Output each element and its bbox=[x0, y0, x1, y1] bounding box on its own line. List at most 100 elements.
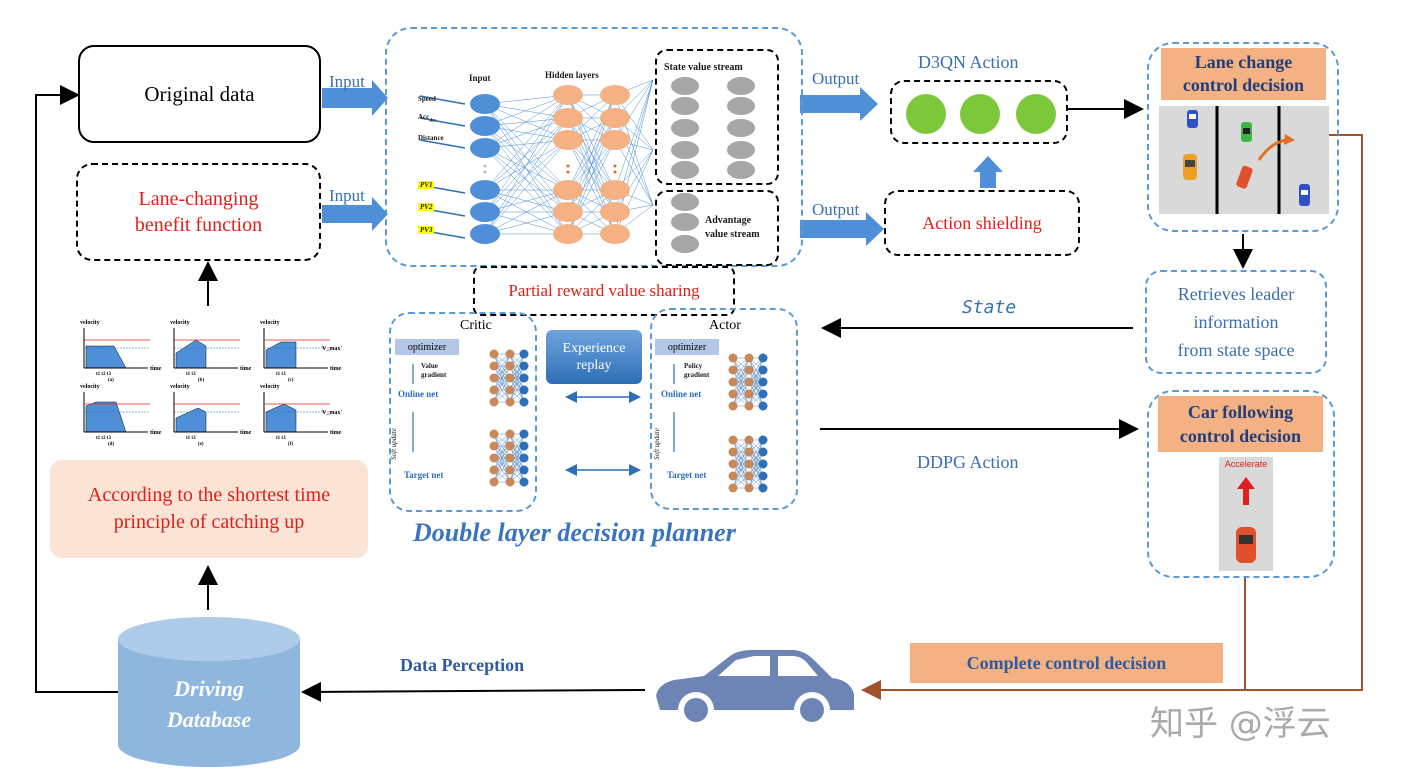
policy-gradient-label: Policy gradient bbox=[684, 362, 710, 379]
mini-connection bbox=[748, 439, 764, 477]
mini-neuron bbox=[505, 385, 515, 395]
mini-neuron bbox=[505, 429, 515, 439]
mini-connection bbox=[732, 439, 750, 477]
mini-connection bbox=[748, 357, 764, 383]
state-neuron bbox=[727, 161, 755, 179]
connection bbox=[484, 117, 569, 213]
mini-connection bbox=[732, 381, 750, 407]
mini-neuron bbox=[519, 429, 529, 439]
connection bbox=[484, 94, 569, 149]
benefit-function-label: Lane-changing benefit function bbox=[134, 188, 263, 236]
original-data-label: Original data bbox=[144, 81, 255, 106]
mini-neuron bbox=[728, 471, 738, 481]
mini-neuron bbox=[489, 465, 499, 475]
mini-neuron bbox=[489, 477, 499, 487]
hidden-neuron bbox=[600, 108, 630, 128]
mini-connection bbox=[509, 433, 525, 471]
state-neuron bbox=[727, 119, 755, 137]
mini-neuron bbox=[489, 385, 499, 395]
mini-neuron bbox=[519, 453, 529, 463]
mini-neuron bbox=[758, 377, 768, 387]
mini-neuron bbox=[744, 401, 754, 411]
critic-optimizer: optimizer bbox=[395, 339, 459, 355]
d3qn-action-label: D3QN Action bbox=[918, 52, 1019, 72]
panel-letter: (d) bbox=[108, 442, 114, 447]
state-neuron bbox=[671, 77, 699, 95]
mini-connection bbox=[732, 357, 750, 383]
state-label: State bbox=[962, 297, 1017, 318]
driving-database: Driving Database bbox=[118, 617, 300, 767]
time-ticks: t1 t3 bbox=[186, 372, 196, 377]
time-axis-label: time bbox=[330, 366, 342, 372]
mini-connection bbox=[748, 463, 764, 489]
mini-neuron bbox=[519, 465, 529, 475]
mini-neuron bbox=[728, 459, 738, 469]
lane-change-scene bbox=[1183, 106, 1310, 214]
mini-neuron bbox=[519, 373, 529, 383]
state-neuron bbox=[727, 141, 755, 159]
connection bbox=[614, 79, 654, 141]
mini-neuron bbox=[519, 361, 529, 371]
accelerate-scene bbox=[1236, 477, 1256, 563]
car-to-database-arrow bbox=[301, 681, 646, 702]
hidden-neuron bbox=[600, 130, 630, 150]
time-axis-label: time bbox=[150, 430, 162, 436]
neural-network-graphic bbox=[419, 77, 755, 253]
hidden-neuron bbox=[553, 180, 583, 200]
advantage-neuron bbox=[671, 213, 699, 231]
connection bbox=[484, 94, 569, 191]
mini-neuron bbox=[728, 365, 738, 375]
connection bbox=[484, 117, 569, 149]
input-arrow bbox=[419, 95, 466, 105]
retrieves-box bbox=[1145, 270, 1327, 374]
mini-neuron bbox=[519, 385, 529, 395]
mini-connection bbox=[493, 433, 511, 483]
advantage-neuron bbox=[671, 193, 699, 211]
input-neuron bbox=[470, 138, 500, 158]
mini-neuron bbox=[758, 365, 768, 375]
ellipsis-dot bbox=[483, 164, 487, 168]
hidden-layer-title: Hidden layers bbox=[545, 70, 599, 80]
output-bottom-block-arrow bbox=[800, 212, 884, 246]
connection bbox=[484, 139, 569, 235]
mini-neuron bbox=[728, 377, 738, 387]
mini-neuron bbox=[505, 361, 515, 371]
hidden-neuron bbox=[553, 202, 583, 222]
input-pv3-label: PV3 bbox=[418, 226, 435, 234]
mini-connection bbox=[509, 433, 525, 483]
mini-neuron bbox=[728, 483, 738, 493]
connection bbox=[484, 147, 569, 191]
mini-connection bbox=[493, 353, 511, 391]
critic-frame bbox=[389, 312, 537, 512]
value-gradient-label: Value gradient bbox=[421, 362, 447, 379]
mini-connection bbox=[493, 365, 511, 403]
mini-neuron bbox=[744, 377, 754, 387]
car-icon bbox=[652, 648, 856, 730]
hidden-neuron bbox=[600, 224, 630, 244]
lane-change-road bbox=[1159, 106, 1329, 214]
mini-neuron bbox=[489, 373, 499, 383]
mini-network bbox=[728, 435, 768, 493]
retrieves-label: Retrieves leader information from state … bbox=[1177, 284, 1295, 360]
state-neuron bbox=[671, 141, 699, 159]
mini-neuron bbox=[744, 353, 754, 363]
time-ticks: t1 t3 bbox=[276, 436, 286, 441]
mini-connection bbox=[748, 451, 764, 489]
panel-letter: (f) bbox=[288, 442, 293, 447]
time-axis-label: time bbox=[150, 366, 162, 372]
watermark: 知乎 @浮云 bbox=[1150, 704, 1331, 744]
mini-network bbox=[489, 349, 529, 407]
ellipsis-dot bbox=[613, 170, 617, 174]
critic-label: Critic bbox=[460, 318, 492, 333]
connection bbox=[484, 147, 569, 235]
vmax-label: V_max' bbox=[322, 346, 342, 352]
advantage-neuron bbox=[671, 235, 699, 253]
action-shielding-box: Action shielding bbox=[884, 190, 1080, 256]
vmax-label: V_max' bbox=[322, 410, 342, 416]
panel-letter: (c) bbox=[288, 378, 294, 383]
